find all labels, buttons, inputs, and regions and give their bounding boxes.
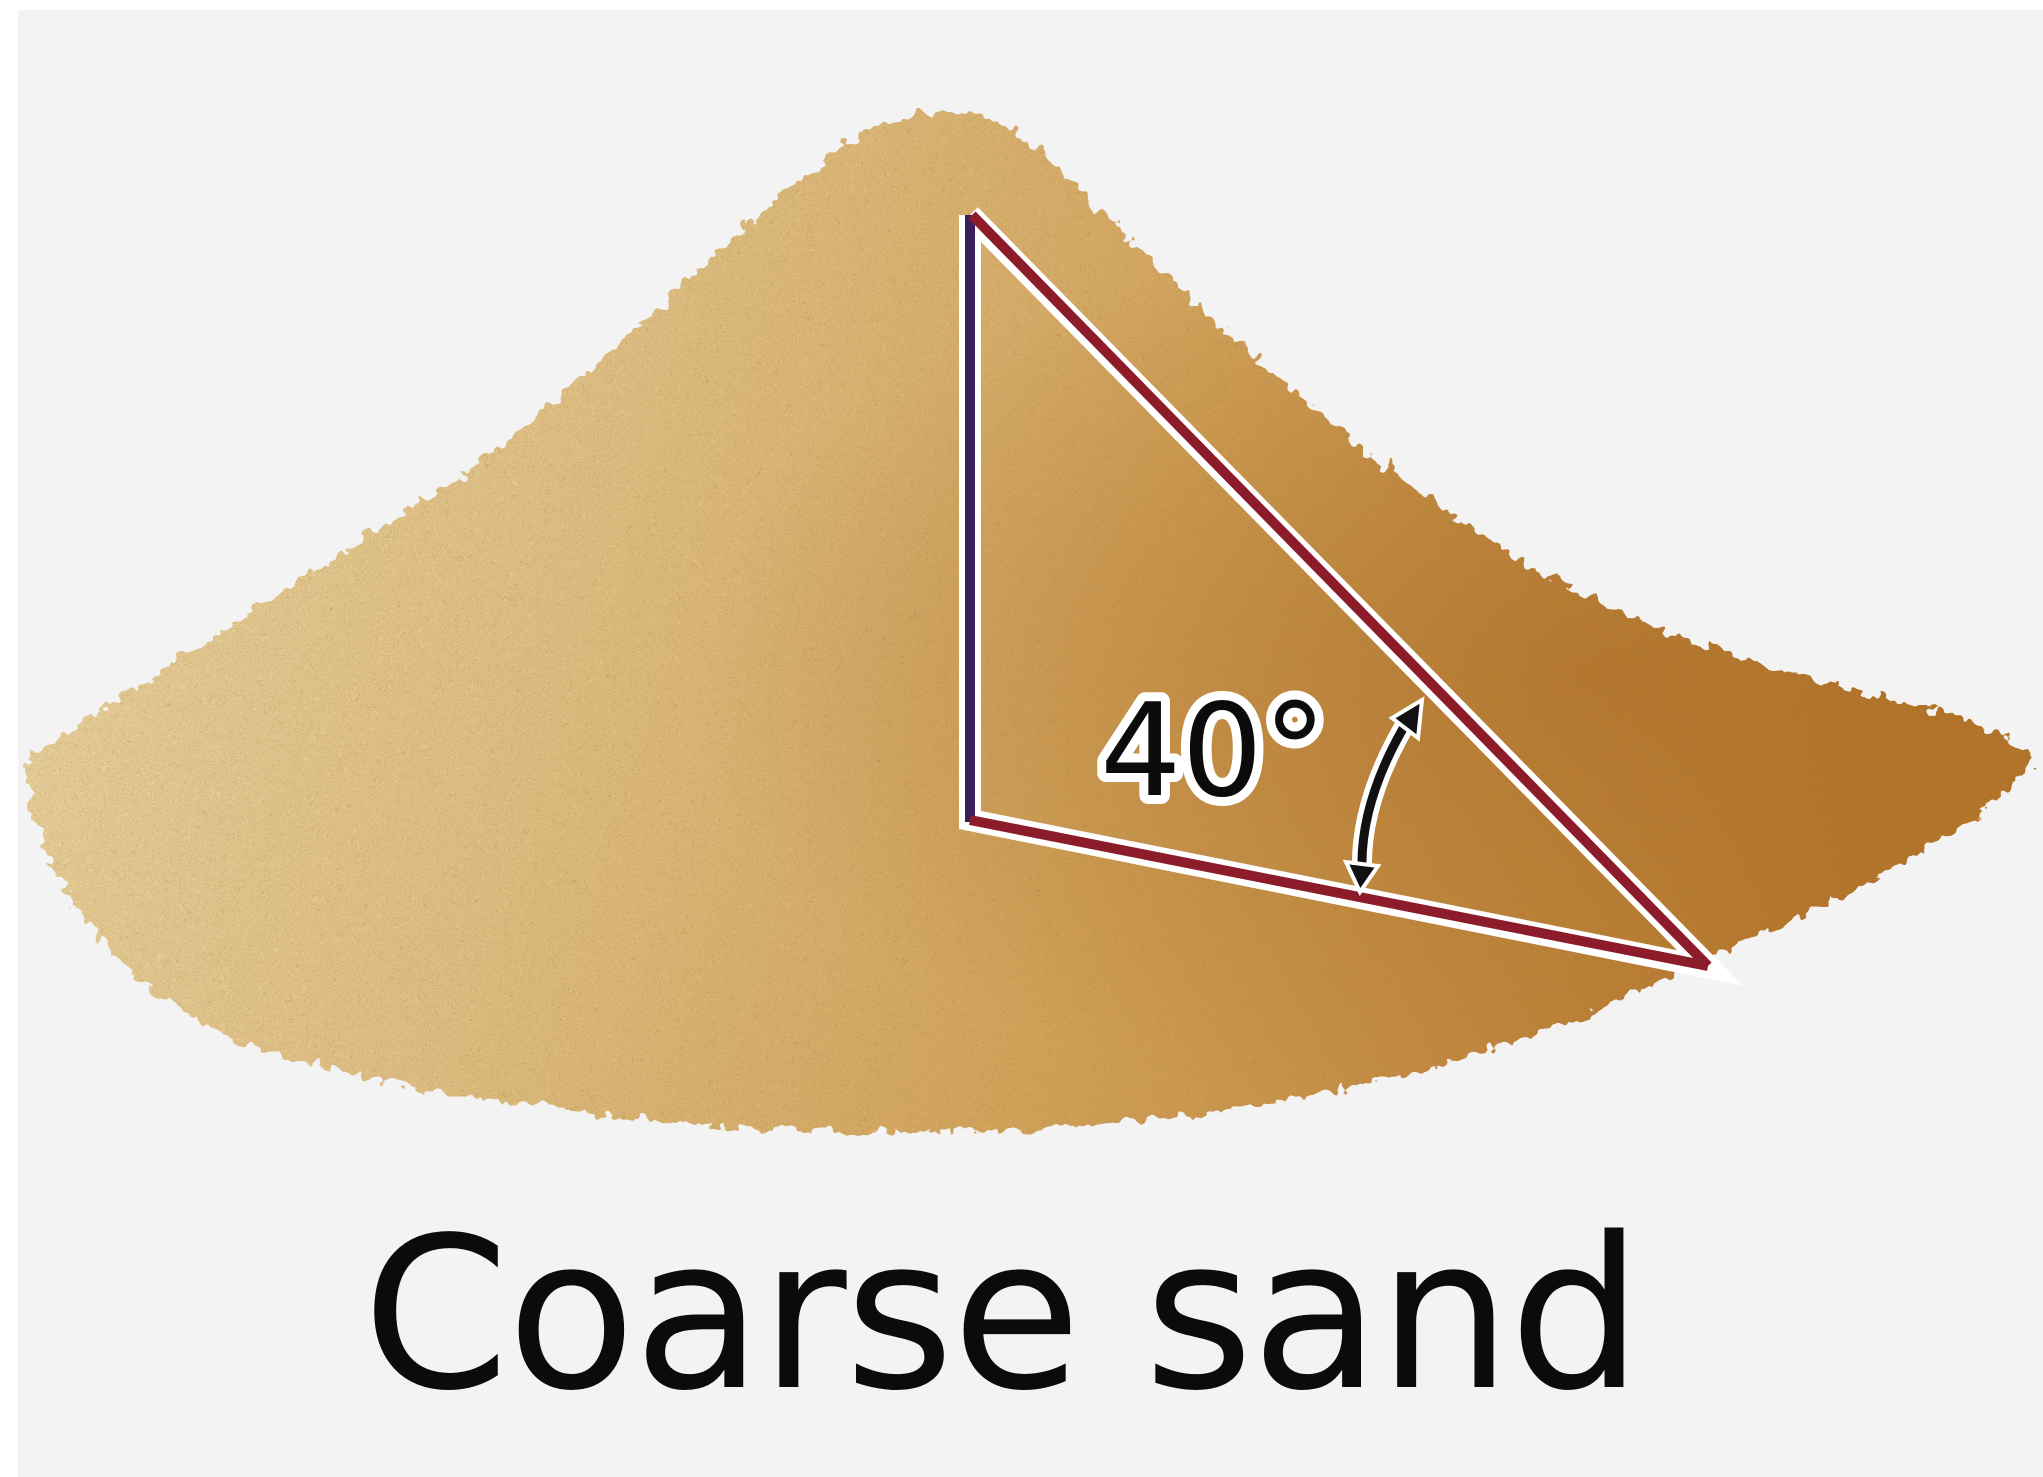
sand-pile xyxy=(25,111,2035,1132)
svg-text:40°: 40° xyxy=(1100,677,1327,826)
angle-label: 40° 40° xyxy=(1091,668,1336,835)
triangle-base xyxy=(969,815,1709,971)
curved-double-arrow-icon xyxy=(1342,696,1425,897)
triangle-hypotenuse xyxy=(968,211,1712,970)
angle-triangle xyxy=(959,207,1743,986)
caption-title: Coarse sand xyxy=(362,1192,1643,1437)
svg-text:40°: 40° xyxy=(1100,677,1327,826)
